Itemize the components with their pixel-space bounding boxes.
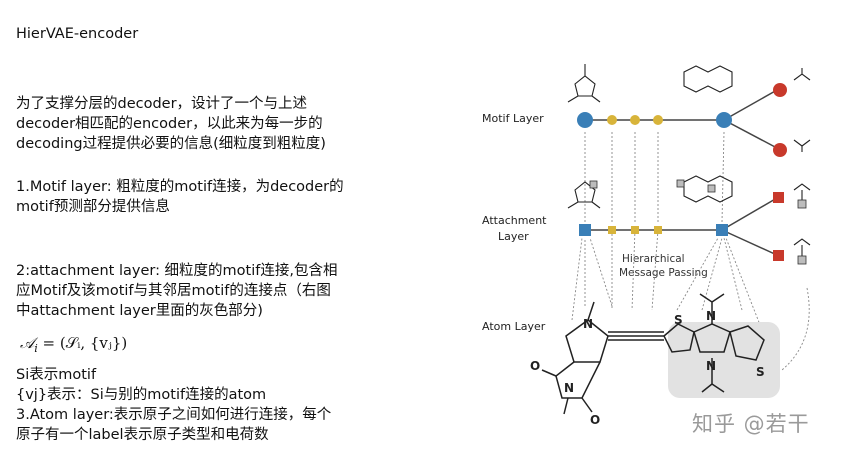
atom-o-left: O (530, 359, 540, 373)
atom-ring-thiophene-1 (663, 323, 695, 353)
arrow-att-mid-2 (631, 229, 636, 311)
att-mol-right (683, 175, 733, 203)
page-title: HierVAE-encoder (16, 26, 139, 42)
motif-end-node-bottom (773, 143, 787, 157)
atom-ring-thiophene-2 (729, 325, 765, 361)
motif-end-node-top (773, 83, 787, 97)
att-node-right (716, 224, 728, 236)
note-si: Si表示motif (16, 367, 97, 383)
atom-gray-region (668, 322, 780, 398)
label-hier-1: Hierarchical (622, 253, 685, 265)
att-gray-box-2 (676, 179, 685, 188)
atom-s-left: S (674, 313, 683, 327)
atom-n-lower: N (706, 359, 716, 373)
attachment-line-3: 中attachment layer里面的灰色部分) (16, 303, 263, 319)
arrow-atom-to-att-6 (723, 237, 743, 311)
atom-s-right: S (756, 365, 765, 379)
note-vj: {vj}表示：Si与别的motif连接的atom (16, 387, 267, 403)
att-gray-box-1 (589, 180, 598, 189)
arrow-att-mid-3 (651, 229, 659, 311)
hierarchy-diagram: Motif Layer Attachment Layer Atom Layer … (482, 64, 811, 427)
motif-mol-right (683, 65, 733, 93)
arrow-atom-to-att-3 (571, 237, 583, 321)
motif-mol-top-end (793, 68, 811, 81)
atom-n-mid: N (706, 309, 716, 323)
att-mol-top-end (793, 183, 811, 202)
formula-sub: i (34, 342, 38, 355)
motif-mol-bottom-end (793, 139, 811, 152)
motif-node-right (716, 112, 732, 128)
atom-n-top: N (583, 317, 593, 331)
atom-methyl-bottom (563, 397, 569, 415)
att-end-node-bottom (773, 250, 784, 261)
atom-o-right: O (590, 413, 600, 427)
formula-rhs: = (𝒮ᵢ, {vⱼ}) (42, 334, 128, 352)
motif-edge-node-2 (630, 115, 640, 125)
attachment-line-2: 应Motif及该motif与其邻居motif的连接点（右图 (16, 283, 331, 299)
att-gray-box-3 (707, 184, 716, 193)
atom-substituent-bottom (701, 358, 725, 393)
motif-node-left (577, 112, 593, 128)
att-gray-box-4 (797, 199, 807, 209)
intro-line-2: decoder相匹配的encoder，以此来为每一步的 (16, 116, 323, 132)
attachment-line-1: 2:attachment layer: 细粒度的motif连接,包含相 (16, 263, 338, 279)
atom-triple-bond (608, 331, 664, 341)
atom-methyl-top (587, 301, 595, 321)
att-edge-bottom (721, 229, 778, 256)
att-edge-node-2 (631, 226, 639, 234)
motif-edge-top (723, 89, 778, 121)
motif-edge-node-3 (653, 115, 663, 125)
atom-ring-pyrrole (693, 323, 731, 353)
att-mol-bottom-end (793, 238, 811, 258)
att-gray-box-5 (797, 255, 807, 265)
atom-ring-imide (555, 361, 601, 399)
att-node-left (579, 224, 591, 236)
motif-line-1: 1.Motif layer: 粗粒度的motif连接，为decoder的 (16, 179, 344, 195)
motif-line-2: motif预测部分提供信息 (16, 199, 170, 215)
intro-line-3: decoding过程提供必要的信息(细粒度到粗粒度) (16, 136, 326, 152)
atom-carbonyl-left (541, 369, 557, 377)
arrow-atom-to-att-4 (676, 237, 719, 311)
label-attachment-2: Layer (498, 230, 529, 243)
label-atom-layer: Atom Layer (482, 320, 546, 333)
atom-substituent-top (699, 293, 725, 324)
label-hier-2: Message Passing (619, 267, 708, 279)
watermark: 知乎 @若干 (692, 412, 810, 436)
intro-line-1: 为了支撑分层的decoder，设计了一个与上述 (16, 96, 308, 112)
arrow-atom-to-att-7 (725, 237, 763, 331)
motif-mol-left (567, 64, 601, 103)
attachment-formula: 𝒜i = (𝒮ᵢ, {vⱼ}) (20, 334, 127, 355)
att-end-node-top (773, 192, 784, 203)
label-motif-layer: Motif Layer (482, 112, 544, 125)
atom-carbonyl-right (581, 397, 593, 413)
motif-edge-node-1 (607, 115, 617, 125)
note-atom-2: 原子有一个label表示原子类型和电荷数 (16, 427, 269, 443)
att-edge-node-1 (608, 226, 616, 234)
att-edge-node-3 (654, 226, 662, 234)
motif-edge-bottom (723, 119, 778, 149)
atom-n-bottom: N (564, 381, 574, 395)
label-attachment-1: Attachment (482, 214, 547, 227)
arrow-atom-to-att-2 (589, 237, 613, 307)
atom-ring-pyrrolinone (565, 319, 609, 363)
att-mol-left (567, 181, 601, 209)
att-edge-top (721, 197, 778, 231)
arrow-curve-right (781, 287, 810, 371)
formula-lhs: 𝒜 (20, 334, 35, 352)
note-atom-1: 3.Atom layer:表示原子之间如何进行连接，每个 (16, 407, 332, 423)
